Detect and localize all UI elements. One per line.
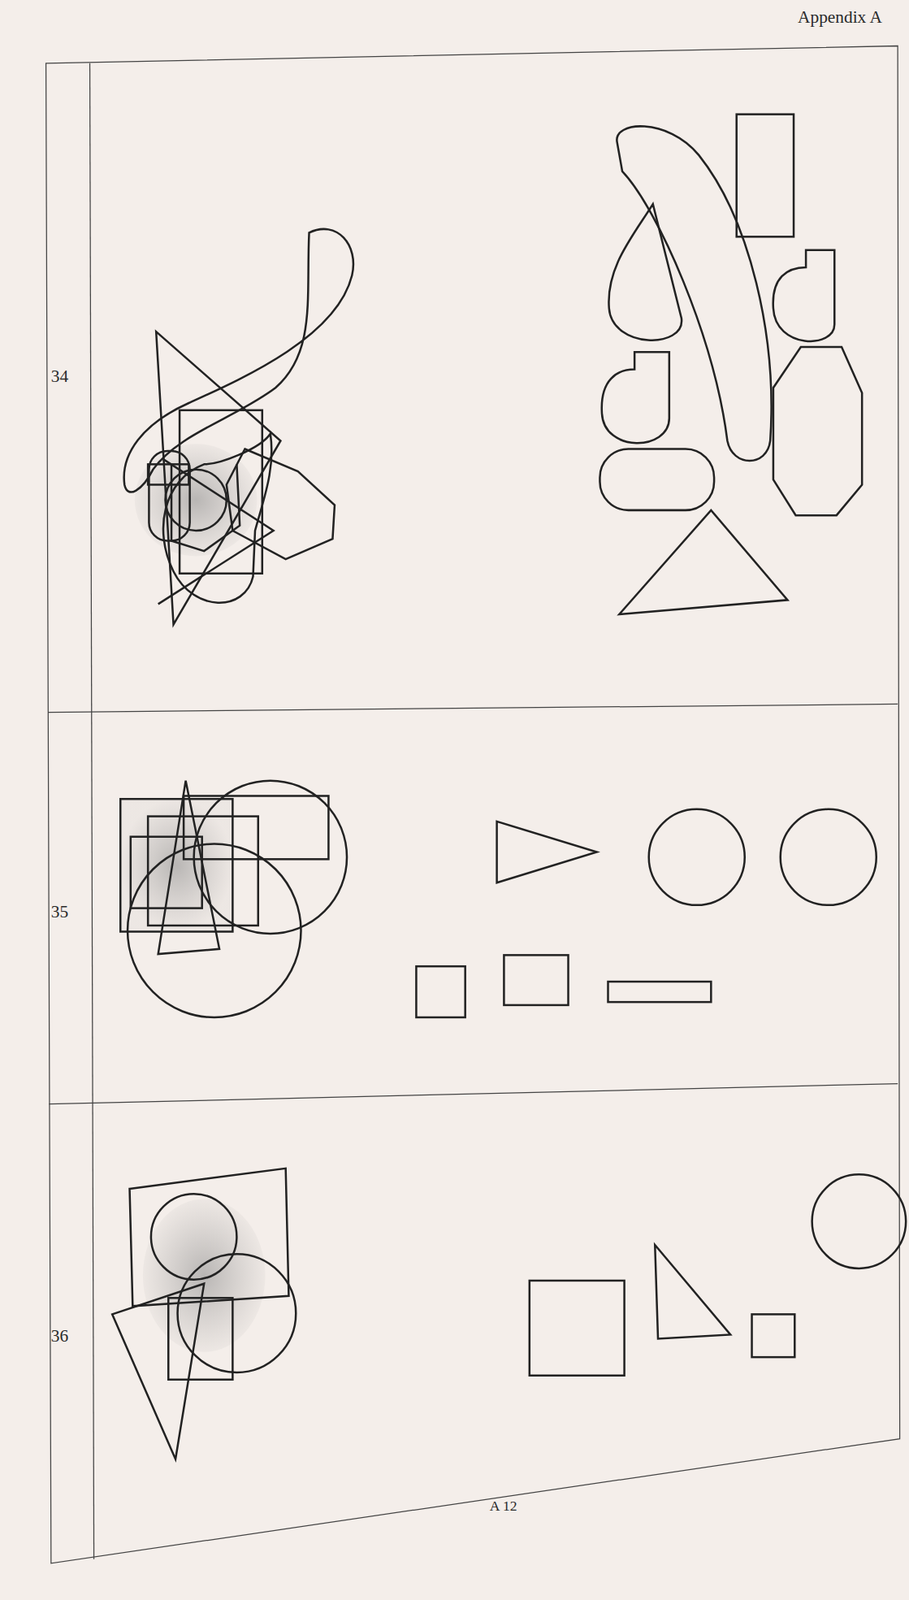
piece-set [529,1173,906,1375]
rectangle [183,795,329,859]
overlap-figure [120,780,347,1018]
triangle [497,821,598,883]
triangle [654,1244,731,1339]
square [503,954,568,1005]
hexagon [226,449,335,560]
teardrop [608,203,682,340]
overlap-figure [124,229,354,625]
overlap-figure [112,1168,296,1459]
item-number: 35 [51,902,69,922]
item-number: 34 [51,367,69,386]
circle [177,1253,297,1373]
pill [599,449,715,511]
piece-set [415,809,876,1018]
square [752,1313,796,1357]
comma-shape [616,125,771,461]
keyhole-shape [164,469,226,531]
hexagon [773,346,862,516]
table-border [46,46,901,1563]
square [129,1168,290,1307]
circle [127,843,301,1017]
row-line [48,1083,898,1104]
circle [194,780,347,934]
keyhole-notch [147,463,189,485]
pill [148,450,190,542]
item-number: 36 [51,1326,69,1346]
circle [780,809,877,905]
circle [151,1193,237,1279]
triangle [618,510,788,615]
piece-set [599,114,862,615]
keyhole-shape [171,463,240,551]
circle [649,809,745,905]
keyhole-shape [601,351,670,443]
shading [142,1198,266,1351]
rectangle [736,114,794,238]
keyhole-shape [773,250,836,342]
triangle [112,1283,204,1459]
rectangle [179,410,263,574]
triangle [158,780,220,954]
triangle-edge [158,458,274,604]
square [529,1280,625,1376]
page-number: A 12 [489,1497,518,1514]
column-line [90,63,95,1559]
square [415,965,465,1018]
row-line [47,703,898,712]
triangle [155,331,281,624]
circle [812,1173,907,1269]
table-grid [46,46,901,1563]
page-header: Appendix A [797,8,883,27]
bar [607,981,711,1002]
